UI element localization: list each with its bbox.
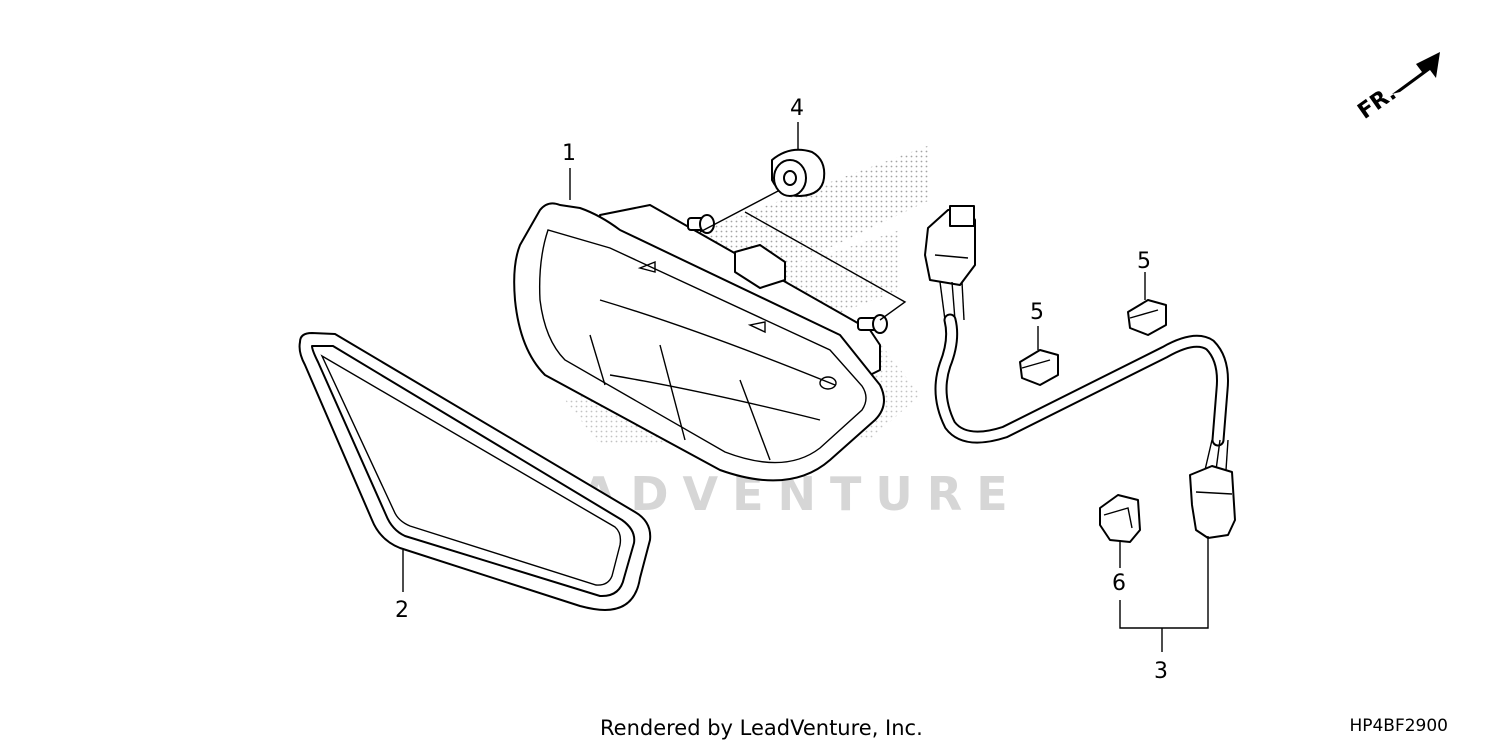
callout-2: 2 [395, 598, 409, 623]
part-3-wire-harness[interactable] [924, 205, 1236, 539]
callout-5-left: 5 [1030, 300, 1044, 325]
footer-credit: Rendered by LeadVenture, Inc. [600, 716, 923, 740]
part-2-lens-rim[interactable] [298, 332, 652, 611]
part-5-clip-right[interactable] [1127, 299, 1167, 336]
callout-3: 3 [1154, 659, 1168, 684]
part-4-grommet[interactable] [771, 148, 826, 197]
callout-1: 1 [562, 141, 576, 166]
leader-3-bracket [1119, 536, 1209, 652]
part-1-headlight-assembly[interactable] [513, 202, 888, 482]
front-direction-label: FR. [1353, 81, 1401, 125]
part-6-clip[interactable] [1099, 494, 1141, 543]
diagram-code: HP4BF2900 [1349, 716, 1448, 736]
front-direction-arrow-icon: FR. [1353, 52, 1440, 125]
callout-4: 4 [790, 96, 804, 121]
callout-5-right: 5 [1137, 249, 1151, 274]
part-5-clip-left[interactable] [1019, 349, 1059, 386]
callout-6: 6 [1112, 571, 1126, 596]
